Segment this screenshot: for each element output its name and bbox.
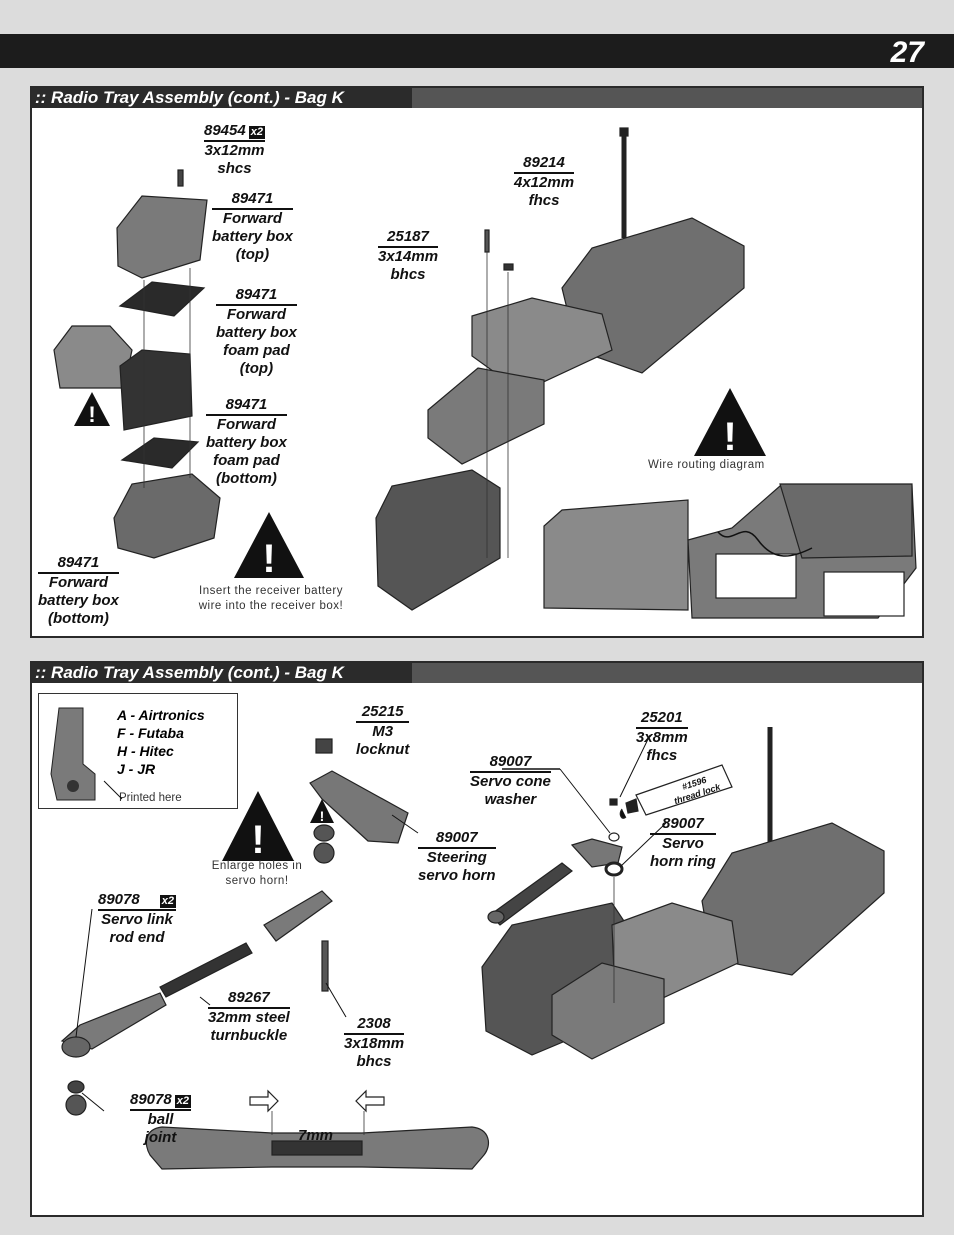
label-25215: 25215 M3 locknut bbox=[356, 703, 410, 758]
receiver-cover bbox=[53, 325, 133, 389]
label-89007-washer: 89007 Servo cone washer bbox=[470, 753, 551, 808]
battery-box-top bbox=[116, 195, 208, 279]
note-enlarge-holes: Enlarge holes in servo horn! bbox=[211, 860, 303, 887]
warning-icon-1: ! bbox=[74, 392, 110, 427]
legend-code-j: J - JR bbox=[117, 761, 156, 777]
label-89214: 89214 4x12mm fhcs bbox=[514, 154, 575, 209]
svg-text:!: ! bbox=[251, 818, 264, 862]
warning-icon-4: ! bbox=[222, 791, 294, 862]
label-89471-pad-bottom: 89471 Forward battery box foam pad (bott… bbox=[206, 396, 287, 487]
svg-text:!: ! bbox=[320, 808, 325, 824]
svg-text:!: ! bbox=[262, 537, 275, 581]
legend-code-h: H - Hitec bbox=[117, 743, 174, 759]
servo-upper bbox=[471, 297, 613, 393]
screw-25201 bbox=[609, 798, 618, 806]
label-25201: 25201 3x8mm fhcs bbox=[636, 709, 688, 764]
steering-servo-horn bbox=[309, 770, 409, 844]
servo-cone-washer bbox=[608, 832, 620, 842]
exploded-diagram-2: ! ! bbox=[60, 727, 885, 1170]
label-89007-horn: 89007 Steering servo horn bbox=[418, 829, 496, 884]
legend-code-a: A - Airtronics bbox=[117, 707, 205, 723]
receiver-battery bbox=[119, 349, 193, 431]
foam-pad-bottom bbox=[120, 437, 200, 469]
exploded-diagram-1: ! ! ! bbox=[53, 127, 917, 619]
turnbuckle-89267 bbox=[159, 942, 253, 998]
screw-89454 bbox=[177, 169, 184, 187]
label-89267: 89267 32mm steel turnbuckle bbox=[208, 989, 290, 1044]
panel-title-bar: :: Radio Tray Assembly (cont.) - Bag K bbox=[32, 663, 922, 683]
ball-joint bbox=[67, 1080, 85, 1094]
svg-text:!: ! bbox=[723, 415, 736, 459]
locknut-25215 bbox=[315, 738, 333, 754]
servo-horn-icon bbox=[50, 707, 96, 801]
panel-title: :: Radio Tray Assembly (cont.) - Bag K bbox=[35, 663, 344, 682]
panel-radio-tray-2: :: Radio Tray Assembly (cont.) - Bag K A… bbox=[30, 661, 924, 1217]
page-number: 27 bbox=[890, 36, 924, 69]
warning-icon-5: ! bbox=[310, 799, 334, 824]
servo-lower bbox=[427, 367, 545, 465]
foam-pad-top bbox=[118, 281, 206, 317]
servo-brand-legend: A - Airtronics F - Futaba H - Hitec J - … bbox=[38, 693, 238, 809]
legend-printed-here: Printed here bbox=[119, 792, 182, 804]
note-wire-routing: Wire routing diagram bbox=[648, 459, 765, 471]
legend-code-f: F - Futaba bbox=[117, 725, 184, 741]
label-89007-ring: 89007 Servo horn ring bbox=[650, 815, 716, 870]
page-header-bar: 27 bbox=[0, 34, 954, 69]
battery-box-bottom bbox=[113, 473, 221, 559]
label-2308: 2308 3x18mm bhcs bbox=[344, 1015, 405, 1070]
servo-lower bbox=[551, 962, 665, 1060]
warning-icon-2: ! bbox=[234, 512, 304, 581]
note-receiver-wire: Insert the receiver battery wire into th… bbox=[198, 585, 344, 612]
receiver-box bbox=[375, 469, 501, 611]
wire-routing-diagram bbox=[543, 483, 917, 619]
dimension-7mm: 7mm bbox=[298, 1127, 334, 1144]
screw-25187 bbox=[484, 229, 490, 253]
bolt-2308 bbox=[321, 940, 329, 992]
label-89471-box-top: 89471 Forward battery box (top) bbox=[212, 190, 293, 263]
label-25187: 25187 3x14mm bhcs bbox=[378, 228, 439, 283]
screw-89214 bbox=[503, 263, 514, 271]
panel-title-bar: :: Radio Tray Assembly (cont.) - Bag K bbox=[32, 88, 922, 108]
rod-end-upper bbox=[263, 890, 333, 942]
label-89471-box-bottom: 89471 Forward battery box (bottom) bbox=[38, 554, 119, 627]
panel-radio-tray-1: :: Radio Tray Assembly (cont.) - Bag K ! bbox=[30, 86, 924, 638]
servo-horn-ring bbox=[604, 861, 624, 877]
warning-icon-3: ! bbox=[694, 388, 766, 459]
label-89471-pad-top: 89471 Forward battery box foam pad (top) bbox=[216, 286, 297, 377]
panel-title: :: Radio Tray Assembly (cont.) - Bag K bbox=[35, 88, 344, 107]
svg-text:!: ! bbox=[88, 402, 95, 427]
thread-lock-tube bbox=[635, 764, 733, 816]
